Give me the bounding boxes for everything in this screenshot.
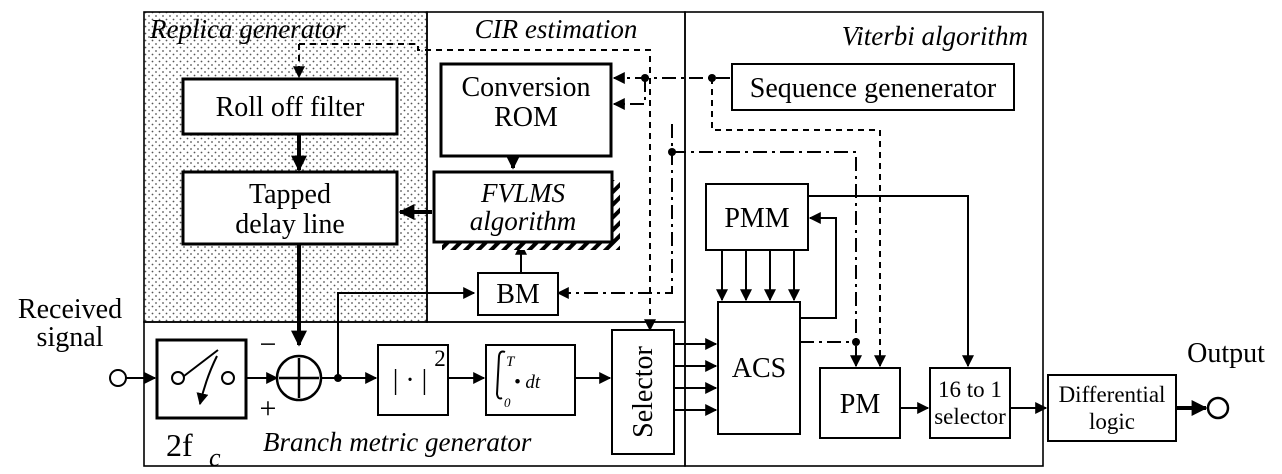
selector-block: Selector — [611, 329, 675, 455]
integrator-block: T 0 • dt — [485, 344, 576, 416]
pmm-label: PMM — [724, 203, 789, 234]
sampling-frequency-label: 2f c — [166, 427, 221, 472]
selector-label: Selector — [628, 345, 659, 437]
received-signal-label-2: signal — [37, 322, 104, 353]
pmm-block: PMM — [705, 183, 809, 251]
junction-dot — [668, 148, 676, 156]
tapped-delay-line-label-2: delay line — [235, 209, 345, 240]
adder-plus-icon — [279, 358, 319, 398]
sampling-switch-block — [155, 338, 248, 420]
sampling-freq-main: 2f — [166, 427, 193, 463]
selector-16-to-1-block: 16 to 1 selector — [929, 367, 1011, 439]
magnitude-squared-block: | · | 2 — [377, 344, 449, 416]
fvlms-label-1: FVLMS — [480, 178, 565, 208]
switch-contact-icon — [171, 371, 185, 385]
selector-16-label-1: 16 to 1 — [938, 377, 1002, 402]
output-label: Output — [1187, 338, 1265, 369]
wire-dashed-to-selector — [299, 43, 656, 332]
junction-dot — [641, 74, 649, 82]
integral-lower-limit: 0 — [504, 395, 511, 410]
replica-region — [143, 11, 428, 323]
square-exponent: 2 — [434, 346, 446, 371]
received-signal-label-1: Received — [18, 294, 122, 325]
adder-minus-sign: − — [260, 328, 277, 361]
junction-dot — [334, 374, 342, 382]
integral-body: • dt — [514, 372, 541, 393]
wire-dashed-to-pm — [711, 78, 886, 368]
fvlms-label-2: algorithm — [470, 206, 577, 236]
conversion-rom-block: Conversion ROM — [439, 62, 613, 158]
wire-pmm-to-sel16 — [808, 195, 974, 368]
bm-label: BM — [496, 279, 540, 310]
junctions — [334, 74, 860, 382]
branch-metric-region — [143, 321, 686, 467]
acs-block: ACS — [717, 301, 801, 435]
pm-block: PM — [819, 367, 901, 439]
acs-label: ACS — [732, 353, 786, 384]
sampling-freq-sub: c — [209, 443, 221, 472]
tapped-delay-line-block: Tapped delay line — [181, 170, 399, 246]
junction-dot — [852, 338, 860, 346]
conversion-rom-label-1: Conversion — [461, 72, 590, 103]
magnitude-label: | · | — [393, 365, 428, 396]
adder-block: − + — [260, 328, 323, 425]
input-terminal-icon — [109, 369, 127, 387]
selector-16-label-2: selector — [934, 404, 1006, 429]
switch-lever-icon — [183, 349, 219, 377]
wire-error-to-bm — [337, 287, 476, 378]
roll-off-filter-label: Roll off filter — [216, 92, 365, 123]
junction-dot — [708, 74, 716, 82]
viterbi-title: Viterbi algorithm — [842, 21, 1028, 51]
cir-title: CIR estimation — [475, 14, 638, 44]
viterbi-region — [684, 11, 1044, 467]
region-frames — [143, 11, 1044, 467]
bm-block: BM — [477, 272, 559, 316]
output-terminal-icon — [1206, 396, 1230, 420]
wire-to-bm — [556, 124, 673, 299]
pm-label: PM — [840, 389, 881, 420]
connections — [126, 43, 1208, 416]
integral-upper-limit: T — [506, 354, 516, 370]
branch-metric-title: Branch metric generator — [263, 427, 532, 457]
roll-off-filter-block: Roll off filter — [181, 77, 399, 136]
wire-acs-feedback — [800, 212, 837, 319]
conversion-rom-label-2: ROM — [494, 102, 558, 133]
fvlms-algorithm-block: FVLMS algorithm — [432, 170, 620, 250]
sequence-generator-block: Sequence genenerator — [731, 63, 1015, 111]
wire-seq-to-rom-2 — [612, 78, 646, 110]
tapped-delay-line-label-1: Tapped — [249, 179, 331, 210]
differential-logic-label-2: logic — [1089, 409, 1135, 434]
replica-title: Replica generator — [149, 14, 346, 44]
integral-sign-icon — [495, 350, 506, 400]
switch-contact-icon — [221, 371, 235, 385]
differential-logic-block: Differential logic — [1047, 374, 1177, 442]
sequence-generator-label: Sequence genenerator — [750, 73, 997, 104]
switch-rotation-icon — [196, 355, 218, 406]
differential-logic-label-1: Differential — [1059, 382, 1166, 407]
adder-plus-sign: + — [260, 392, 277, 425]
wire-to-pm — [672, 151, 862, 368]
